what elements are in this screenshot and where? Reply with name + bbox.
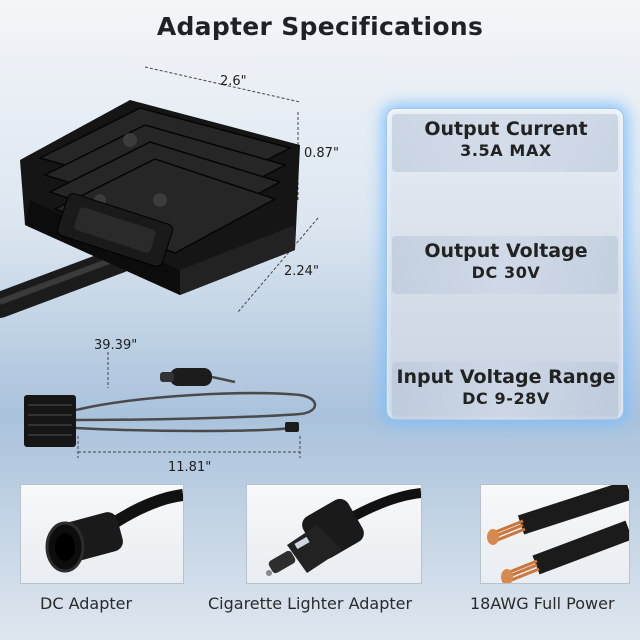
cable-long-dimension: 39.39" — [94, 338, 138, 353]
width-dimension: 2.6" — [220, 74, 247, 89]
small-adapter-icon — [24, 395, 76, 447]
cable-layout-illustration — [24, 352, 317, 458]
spec-label: Input Voltage Range — [396, 366, 616, 388]
adapter-body — [20, 100, 300, 295]
feature-cigarette-lighter — [246, 484, 422, 584]
spec-value: 3.5A MAX — [460, 141, 552, 160]
dc-connector-icon — [45, 489, 183, 573]
adapter-illustration — [0, 66, 319, 318]
spec-output-voltage: Output Voltage DC 30V — [396, 240, 616, 282]
page-title: Adapter Specifications — [156, 12, 484, 41]
cigarette-plug-icon — [266, 488, 421, 576]
depth-dimension: 2.24" — [284, 264, 319, 279]
caption-cigarette-lighter: Cigarette Lighter Adapter — [208, 594, 413, 613]
feature-dc-adapter — [20, 484, 184, 584]
caption-18awg: 18AWG Full Power — [470, 594, 615, 613]
cable-dimension-lines — [77, 352, 301, 458]
cable-short-dimension: 11.81" — [168, 460, 212, 475]
car-plug-icon — [170, 368, 212, 386]
caption-dc-adapter: DC Adapter — [40, 594, 133, 613]
copper-wire-icon — [487, 485, 629, 583]
spec-label: Output Voltage — [424, 240, 588, 262]
feature-18awg-wire — [480, 484, 630, 584]
spec-value: DC 30V — [471, 263, 541, 282]
height-dimension: 0.87" — [304, 146, 339, 161]
spec-value: DC 9-28V — [462, 389, 550, 408]
dc-plug-icon — [285, 422, 299, 432]
spec-label: Output Current — [424, 118, 588, 140]
spec-output-current: Output Current 3.5A MAX — [396, 118, 616, 160]
spec-input-voltage-range: Input Voltage Range DC 9-28V — [396, 366, 616, 408]
